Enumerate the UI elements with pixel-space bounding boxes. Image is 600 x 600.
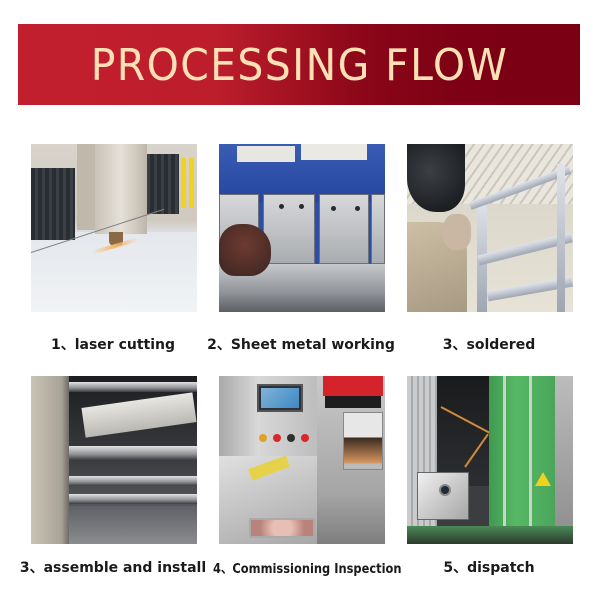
step-6-photo-dispatch (407, 376, 573, 544)
step-4-photo-assemble (31, 376, 197, 544)
step-5-label: 4、Commissioning Inspection (213, 562, 402, 577)
step-1-label: 1、laser cutting (50, 337, 176, 353)
page-title: PROCESSING FLOW (90, 40, 508, 91)
step-2-photo-sheet-metal (219, 144, 385, 312)
step-2-label: 2、Sheet metal working (207, 337, 395, 353)
step-5-photo-commissioning (219, 376, 385, 544)
title-banner: PROCESSING FLOW (18, 24, 580, 105)
step-3-label: 3、soldered (442, 337, 536, 353)
step-1-photo-laser-cutting (31, 144, 197, 312)
step-3-photo-soldered (407, 144, 573, 312)
step-6-label: 5、dispatch (443, 560, 535, 576)
step-4-label: 3、assemble and install (19, 560, 207, 576)
